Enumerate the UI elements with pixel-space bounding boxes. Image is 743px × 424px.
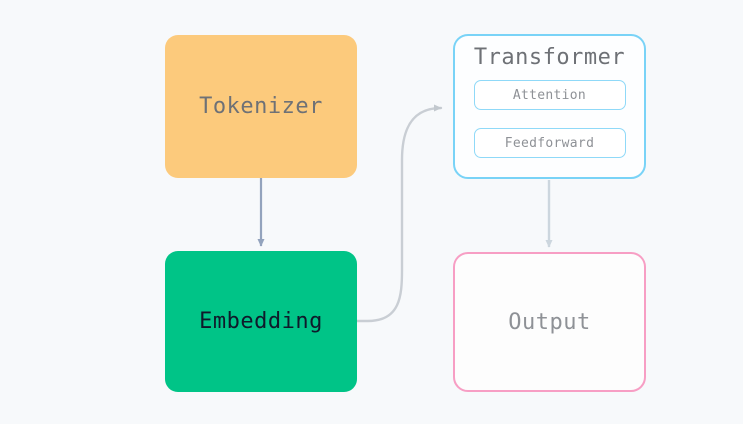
node-feedforward-label: Feedforward [504, 135, 595, 151]
node-tokenizer-label: Tokenizer [199, 94, 323, 119]
node-embedding-label: Embedding [199, 309, 323, 334]
node-output-label: Output [508, 309, 591, 335]
node-transformer-group[interactable]: Transformer Attention Feedforward [453, 34, 646, 179]
node-attention[interactable]: Attention [473, 80, 626, 110]
node-tokenizer[interactable]: Tokenizer [165, 35, 357, 178]
node-embedding[interactable]: Embedding [165, 251, 357, 392]
edge-embedding-to-transformer [355, 104, 443, 323]
node-feedforward[interactable]: Feedforward [473, 128, 626, 158]
node-attention-label: Attention [512, 87, 587, 103]
node-output[interactable]: Output [453, 252, 646, 392]
node-transformer-label: Transformer [473, 45, 626, 70]
